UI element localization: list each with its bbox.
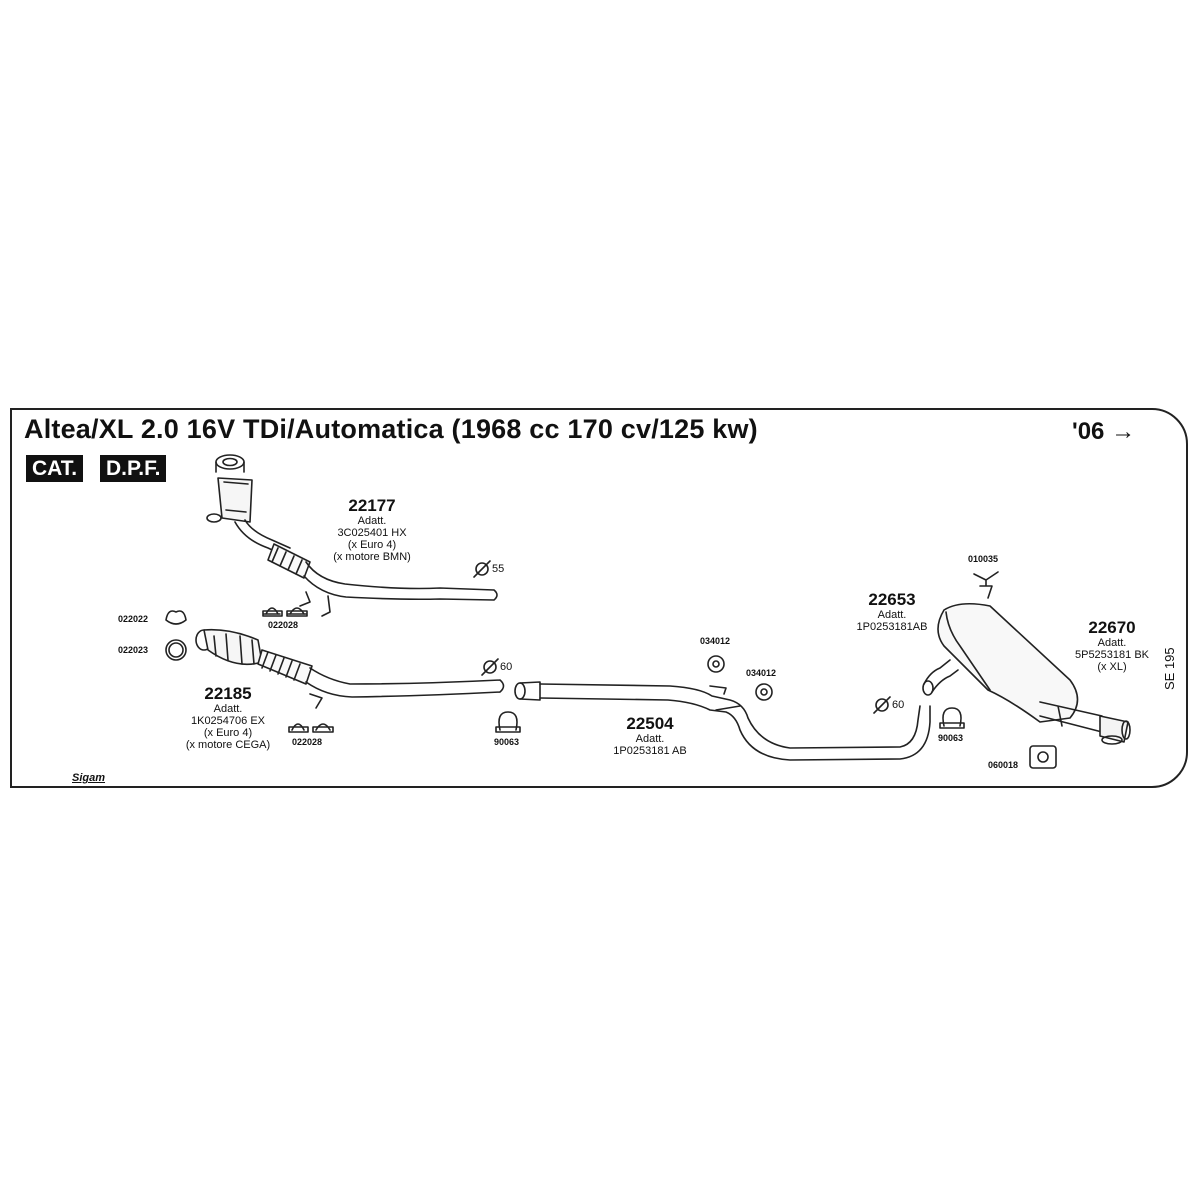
pipe-stud-22177 — [299, 591, 331, 617]
hanger-034012-b — [755, 683, 773, 701]
rear-silencer — [922, 602, 1131, 745]
middle-pipe-22504 — [514, 681, 931, 761]
front-pipe-22185 — [305, 667, 505, 698]
gasket-ring-022023 — [165, 639, 187, 661]
small-part-010035: 010035 — [968, 554, 999, 564]
part-label-22185: 22185 Adatt. 1K0254706 EX (x Euro 4) (x … — [185, 684, 271, 751]
clamps-022028-top — [262, 607, 308, 617]
small-part-034012-a: 034012 — [700, 636, 731, 646]
small-part-022028-bottom: 022028 — [292, 737, 323, 747]
small-part-022023: 022023 — [118, 645, 149, 655]
model-year: '06 → — [1072, 418, 1136, 445]
badge-dpf: D.P.F. — [100, 455, 167, 482]
catalog-code: SE 195 — [1162, 647, 1177, 690]
part-label-22504: 22504 Adatt. 1P0253181 AB — [613, 714, 687, 757]
front-pipe-22177 — [303, 561, 498, 601]
clamp-90063-b — [939, 707, 965, 729]
pipe-stud-22185 — [309, 693, 323, 709]
part-label-22653: 22653 Adatt. 1P0253181AB — [856, 590, 928, 633]
part-label-22177: 22177 Adatt. 3C025401 HX (x Euro 4) (x m… — [333, 496, 411, 563]
diameter-symbol-55 — [473, 560, 491, 578]
small-part-90063-b: 90063 — [938, 733, 964, 743]
hanger-060018 — [1029, 745, 1057, 769]
catalytic-converter-22177 — [206, 454, 253, 523]
small-part-034012-b: 034012 — [746, 668, 777, 678]
small-part-90063-a: 90063 — [494, 737, 520, 747]
catalytic-converter-22185 — [195, 628, 263, 666]
badge-cat: CAT. — [26, 455, 84, 482]
diameter-60b: 60 — [892, 699, 905, 711]
bracket-010035 — [973, 571, 999, 599]
flex-pipe-22185 — [257, 649, 313, 685]
small-part-060018: 060018 — [988, 760, 1019, 770]
clamps-022028-bottom — [288, 723, 334, 733]
gasket-ring-022023-inner — [168, 642, 184, 658]
diagram-frame — [10, 408, 1188, 788]
hanger-034012-a — [707, 655, 725, 673]
diameter-55: 55 — [492, 563, 505, 575]
brand-logo: Sigam — [72, 772, 106, 784]
small-part-022022: 022022 — [118, 614, 149, 624]
small-part-022028-top: 022028 — [268, 620, 299, 630]
clamp-ring-022022 — [165, 610, 187, 625]
clamp-90063-a — [495, 711, 521, 733]
diameter-60a: 60 — [500, 661, 513, 673]
page-title: Altea/XL 2.0 16V TDi/Automatica (1968 cc… — [24, 414, 758, 444]
flex-pipe-22177 — [234, 519, 311, 579]
part-label-22670: 22670 Adatt. 5P5253181 BK (x XL) — [1074, 618, 1149, 673]
diameter-symbol-60a — [481, 658, 499, 676]
diameter-symbol-60b — [873, 696, 891, 714]
